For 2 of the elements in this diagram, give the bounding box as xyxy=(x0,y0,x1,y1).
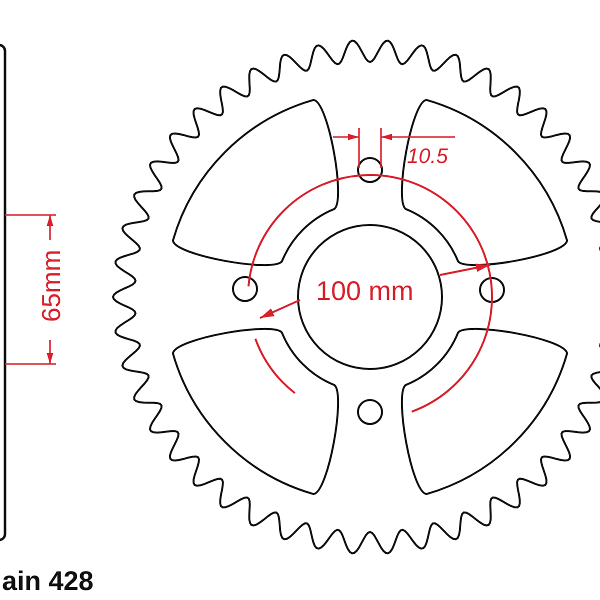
dimension-label: 10.5 xyxy=(407,146,448,167)
chain-size-label: ain 428 xyxy=(2,568,94,595)
